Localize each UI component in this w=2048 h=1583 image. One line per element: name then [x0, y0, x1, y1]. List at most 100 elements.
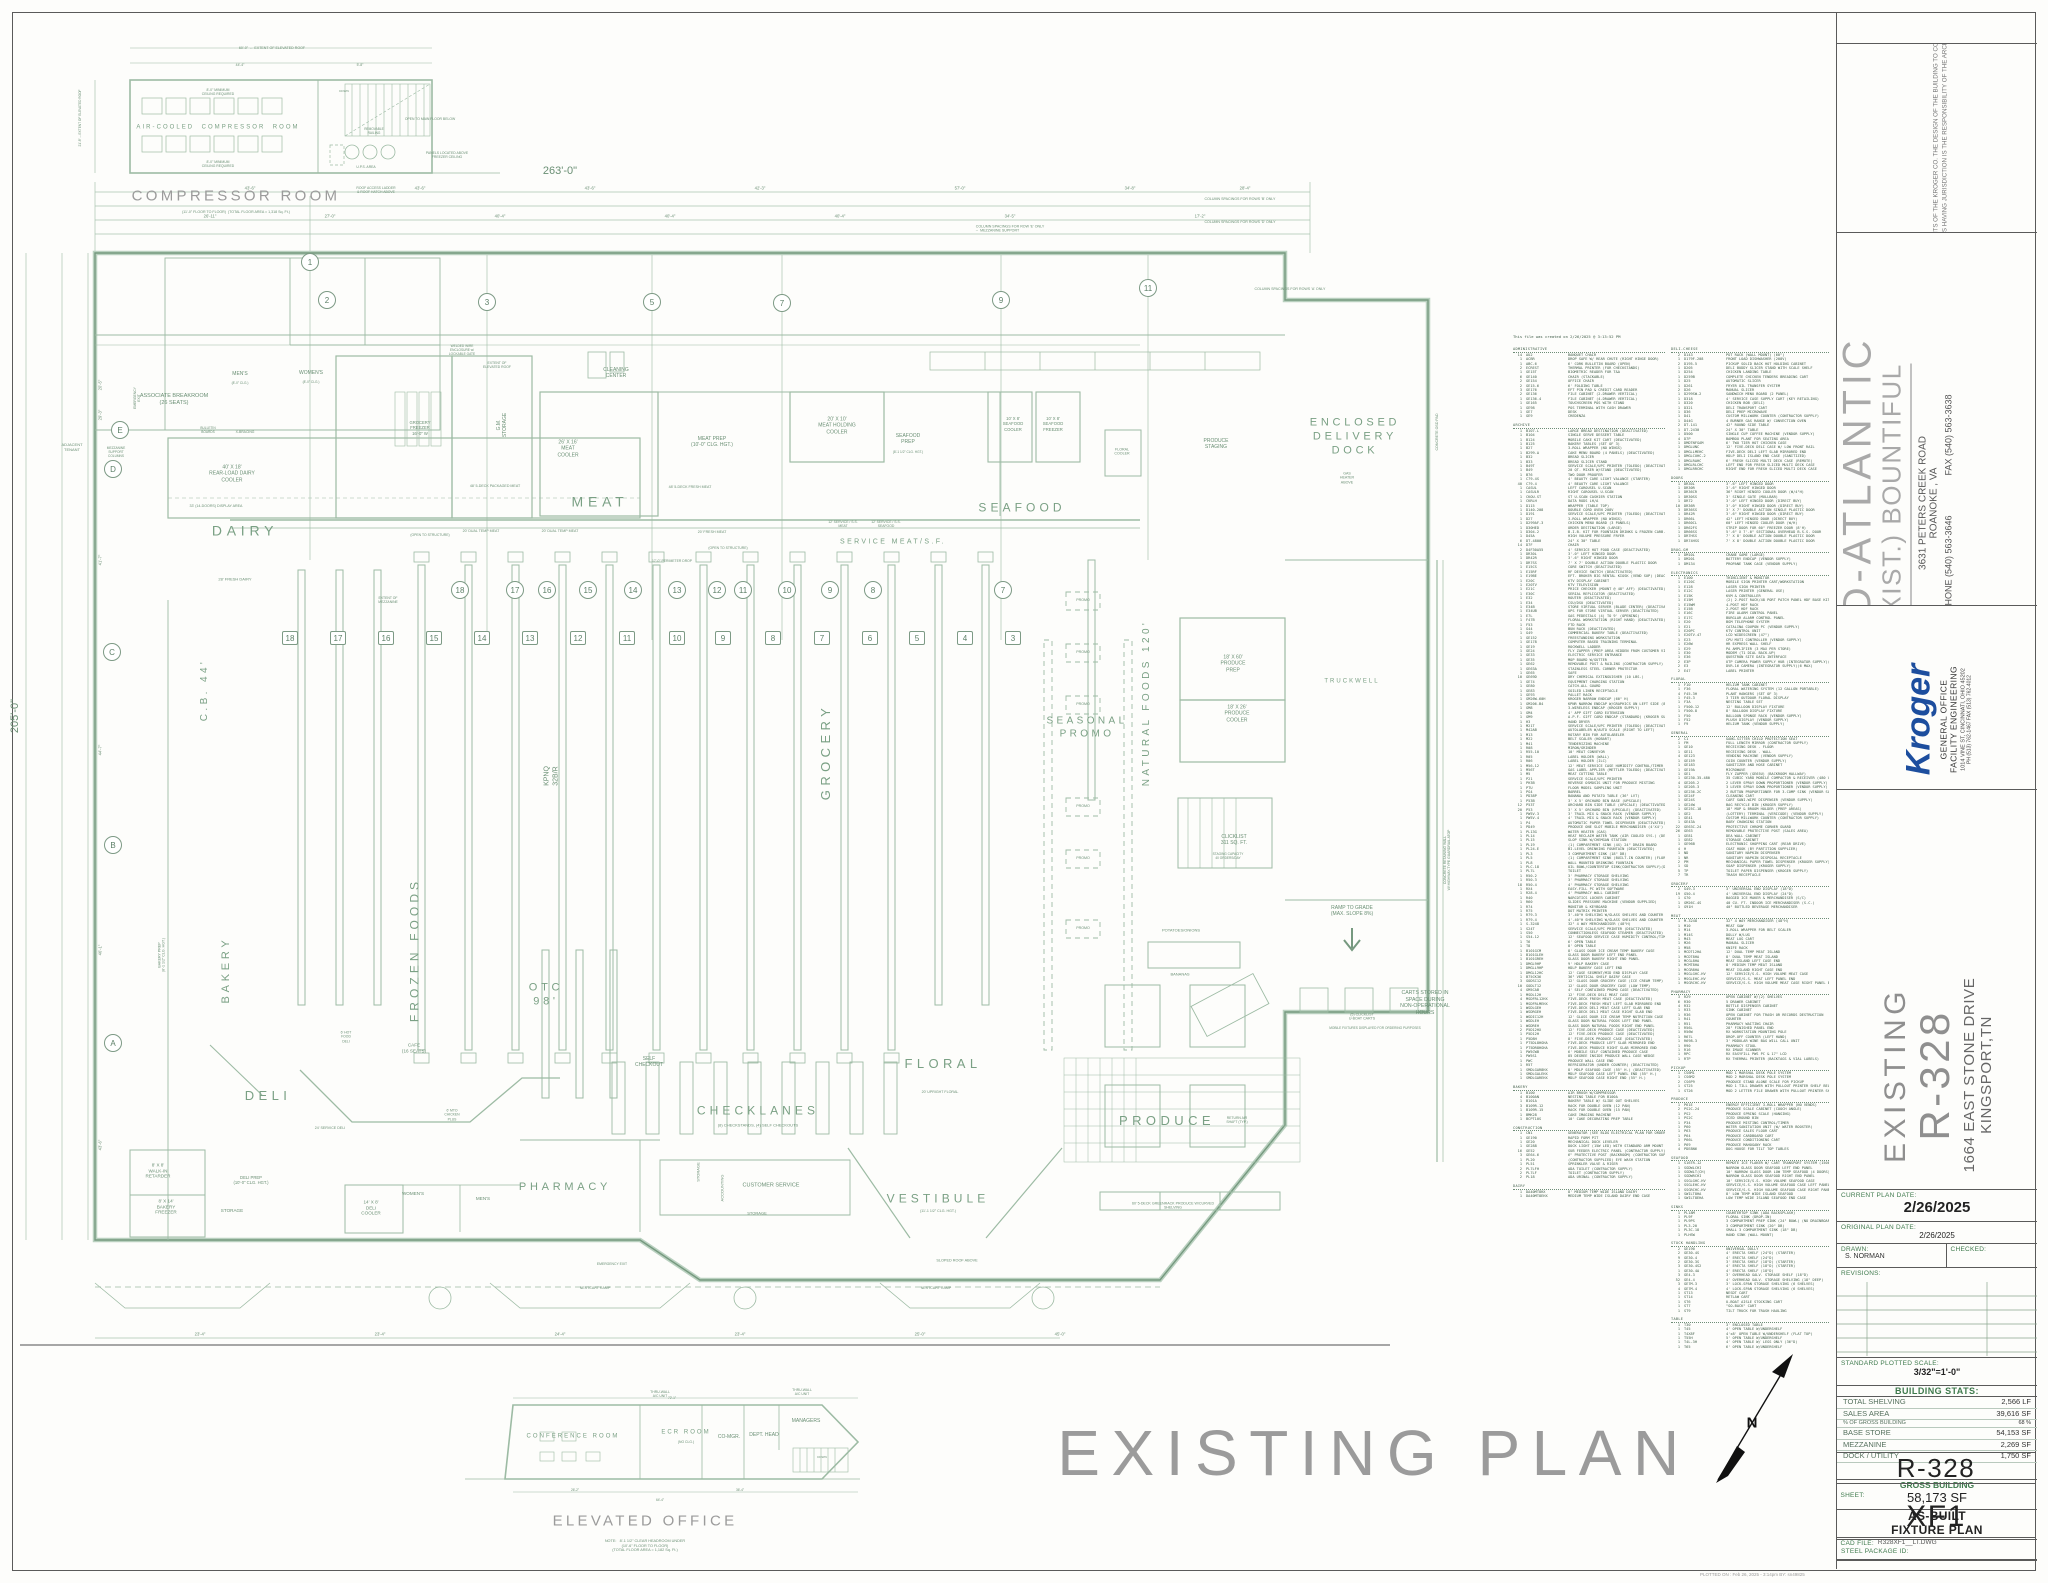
plan-label: 6' MTO CHICKEN PLUS: [444, 1108, 460, 1122]
dim-label: 43'-6": [584, 185, 596, 191]
tb-storeno: [1837, 1560, 2037, 1561]
aisle-number: 8: [765, 631, 781, 645]
plan-label: 26' X 16' MEAT COOLER: [557, 439, 579, 459]
dim-label: 40'-4": [664, 213, 676, 219]
dim-label: 43'-6": [97, 1139, 103, 1151]
aisle-number: 4: [957, 631, 973, 645]
plan-label: SEAFOOD: [978, 500, 1066, 515]
aisle-number: 6: [862, 631, 878, 645]
sheet-box: SHEET: XF1: [1836, 1483, 2036, 1533]
tb-office1: GENERAL OFFICE: [1938, 679, 1949, 760]
column-note-e: COLUMN SPACINGS FOR ROW 'E' ONLY -- MEZZ…: [975, 224, 1045, 233]
plan-label: 5'-8": [356, 62, 364, 67]
plan-label: ECR ROOM: [661, 1429, 711, 1436]
plan-label: CAFE (16 SEATS): [401, 1042, 427, 1053]
sheet-border: [12, 12, 2036, 1571]
plan-label: 18' X 26' PRODUCE COOLER: [1224, 704, 1250, 724]
plan-label: 60' 5-DECK GREENRACK PRODUCE W/CURVED SH…: [1131, 1201, 1215, 1210]
plan-label: PROMO: [1076, 649, 1090, 654]
sheet-number: XF1: [1906, 1500, 1966, 1533]
plan-label: MEAT: [571, 493, 629, 510]
grid-bubble: 7: [773, 294, 791, 312]
scale-label: STANDARD PLOTTED SCALE:: [1841, 1360, 1939, 1367]
plan-label: FROZEN FOODS: [407, 877, 422, 1023]
plan-label: MOBILE FIXTURES DISPLAYED FOR ORDERING P…: [1329, 1026, 1421, 1030]
plan-label: GROCERY FREEZER 16'-0" W: [409, 420, 431, 436]
tb-division: MID-ATLANTIC: [1837, 335, 1880, 606]
plan-label: WELDED WIRE ENCLOSURE w/ LOCKABLE GATE: [448, 344, 476, 356]
plan-label: 24' SERVICE DELI: [314, 1125, 346, 1130]
dim-label: 23'-4": [374, 1331, 386, 1337]
plan-label: STORAGE: [220, 1208, 244, 1214]
aisle-number: 12: [570, 631, 586, 645]
plan-label: PROMO: [1076, 701, 1090, 706]
plan-label: (11'-1 1/2" CLG. HGT.): [920, 1208, 956, 1213]
drawn-label: DRAWN:: [1841, 1246, 1869, 1253]
grid-bubble: 17: [506, 581, 524, 599]
schedule-category: ARCHIVE: [1513, 423, 1665, 429]
plan-label: (NO CLG.): [677, 1439, 695, 1444]
north-label: N: [1746, 1414, 1758, 1432]
plan-label: 8' X 8' WALK-IN RETARDER: [145, 1162, 171, 1179]
plan-label: SLOPED ROOF ABOVE: [936, 1258, 978, 1263]
plan-type: AS-BUILT FIXTURE PLAN: [1891, 1510, 1983, 1537]
dim-label: 40'-4": [834, 213, 846, 219]
column-note-a: COLUMN SPACINGS FOR ROWS 'A' ONLY: [1254, 286, 1326, 291]
schedule-category: PHARMACY: [1671, 990, 1829, 996]
plan-label: 64'-4": [655, 1498, 665, 1502]
grid-bubble: 14: [624, 581, 642, 599]
tb-office4: PH (513) 762-1467 FAX (513) 762-4012: [1966, 675, 1973, 764]
plan-label: BAKERY PREP (8'-1 1/2" CLG. HGT.): [157, 937, 166, 973]
dim-label: 34'-5": [1004, 213, 1016, 219]
dim-label: 24'-4": [554, 1331, 566, 1337]
steel-package-value: Not Applicable: [1837, 1558, 2037, 1559]
plan-label: (8) CHECKSTANDS, (4) SELF CHECKOUTS: [717, 1122, 799, 1128]
plan-label: MEN'S: [475, 1196, 491, 1202]
dim-label: 23'-4": [734, 1331, 746, 1337]
plan-label: 8'-0" MINIMUM CEILING REQUIRED: [201, 159, 235, 168]
tb-city: KINGSPORT,TN: [1978, 1016, 1996, 1134]
steel-package-label: STEEL PACKAGE ID:: [1841, 1548, 1909, 1555]
